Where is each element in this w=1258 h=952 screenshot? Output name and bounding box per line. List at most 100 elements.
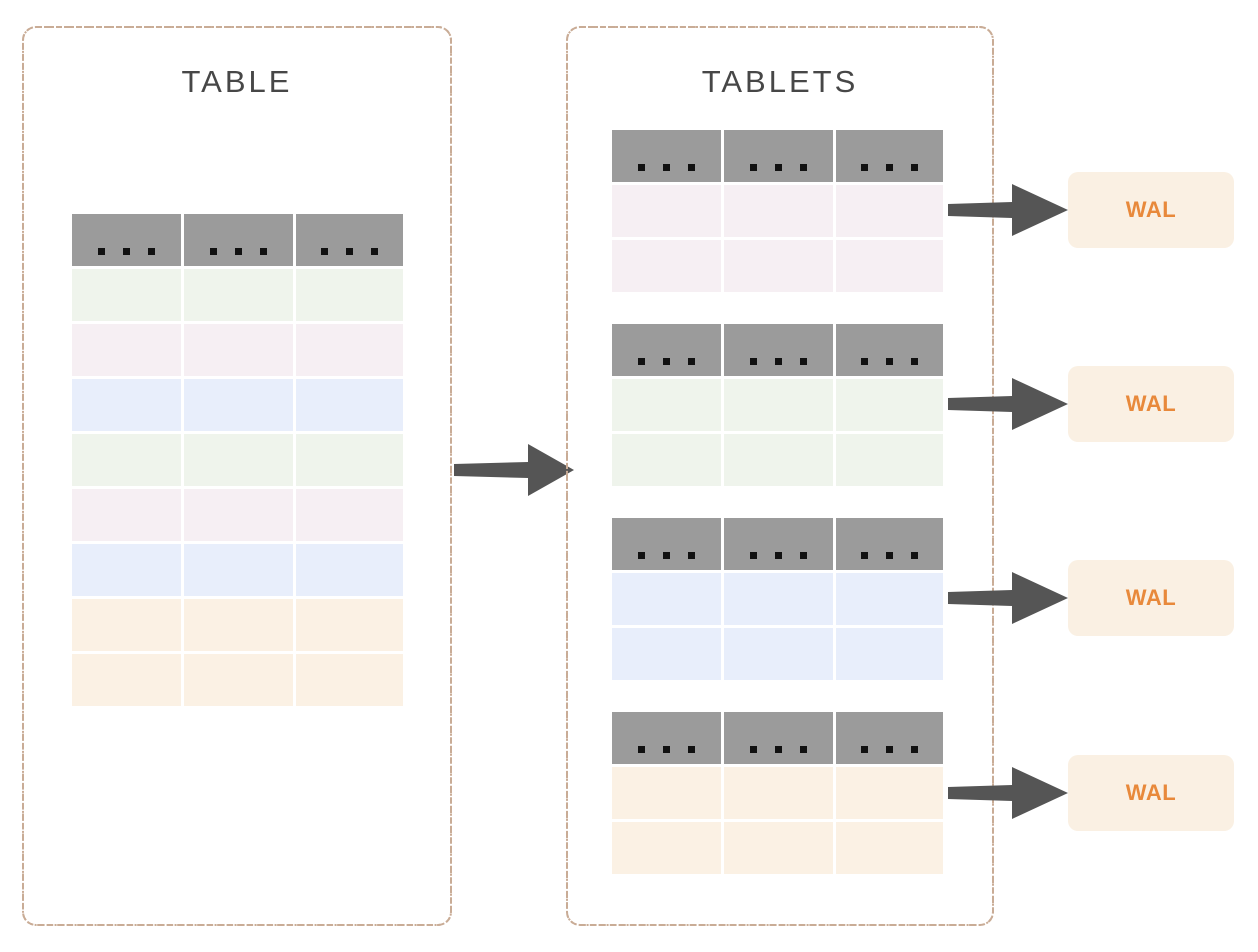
table-panel: TABLE: [22, 26, 452, 926]
ellipsis-icon: [184, 248, 293, 255]
table-cell: [184, 654, 293, 706]
tablet-row: [612, 379, 943, 431]
tablet-header-cell-2: [724, 130, 833, 182]
ellipsis-icon: [612, 552, 721, 559]
tablet-cell: [612, 573, 721, 625]
tablet-3: [612, 518, 943, 680]
tablet-header-cell-1: [612, 324, 721, 376]
wal-box-3[interactable]: WAL: [1068, 560, 1234, 636]
tablet-row: [612, 767, 943, 819]
tablet-header-row: [612, 130, 943, 182]
tablet-cell: [836, 379, 943, 431]
ellipsis-icon: [724, 164, 833, 171]
tablet-row: [612, 185, 943, 237]
ellipsis-icon: [612, 358, 721, 365]
tablet-cell: [724, 434, 833, 486]
tablet-cell: [836, 767, 943, 819]
tablet-row: [612, 240, 943, 292]
tablet-cell: [724, 822, 833, 874]
wal-label: WAL: [1125, 391, 1177, 416]
ellipsis-icon: [724, 552, 833, 559]
tablet-1: [612, 130, 943, 292]
table-row: [72, 544, 403, 596]
wal-box-2[interactable]: WAL: [1068, 366, 1234, 442]
tablet-cell: [612, 628, 721, 680]
ellipsis-icon: [836, 552, 943, 559]
source-header-cell-3: [296, 214, 403, 266]
table-panel-title: TABLE: [181, 64, 293, 99]
arrow-table-to-tablets: [454, 444, 574, 496]
tablet-cell: [836, 628, 943, 680]
source-header-cell-2: [184, 214, 293, 266]
table-cell: [72, 654, 181, 706]
tablet-4: [612, 712, 943, 874]
source-table: [72, 214, 403, 706]
tablet-row: [612, 822, 943, 874]
tablet-header-cell-2: [724, 324, 833, 376]
tablet-header-row: [612, 518, 943, 570]
tablet-cell: [612, 185, 721, 237]
tablets-panel: TABLETS: [566, 26, 994, 926]
tablet-cell: [612, 434, 721, 486]
table-cell: [296, 434, 403, 486]
tablet-cell: [612, 767, 721, 819]
ellipsis-icon: [836, 746, 943, 753]
tablet-header-cell-3: [836, 712, 943, 764]
wal-label: WAL: [1125, 780, 1177, 805]
ellipsis-icon: [72, 248, 181, 255]
tablet-cell: [724, 240, 833, 292]
tablet-header-cell-1: [612, 130, 721, 182]
table-cell: [72, 434, 181, 486]
ellipsis-icon: [296, 248, 403, 255]
table-cell: [184, 324, 293, 376]
table-cell: [296, 544, 403, 596]
wal-box-4[interactable]: WAL: [1068, 755, 1234, 831]
tablet-header-cell-3: [836, 518, 943, 570]
table-cell: [184, 489, 293, 541]
table-row: [72, 324, 403, 376]
table-cell: [184, 599, 293, 651]
wal-label: WAL: [1125, 197, 1177, 222]
table-row: [72, 599, 403, 651]
table-cell: [72, 324, 181, 376]
table-cell: [184, 544, 293, 596]
tablet-cell: [724, 767, 833, 819]
tablet-row: [612, 628, 943, 680]
tablets-panel-title: TABLETS: [701, 64, 859, 99]
table-cell: [72, 489, 181, 541]
source-table-header-row: [72, 214, 403, 266]
table-cell: [296, 654, 403, 706]
table-row: [72, 654, 403, 706]
tablet-cell: [724, 379, 833, 431]
ellipsis-icon: [836, 358, 943, 365]
tablet-cell: [724, 628, 833, 680]
tablet-header-cell-1: [612, 712, 721, 764]
tablet-header-row: [612, 324, 943, 376]
wal-label: WAL: [1125, 585, 1177, 610]
table-cell: [296, 489, 403, 541]
ellipsis-icon: [724, 746, 833, 753]
tablet-cell: [724, 573, 833, 625]
table-cell: [296, 599, 403, 651]
table-row: [72, 489, 403, 541]
tablet-cell: [612, 240, 721, 292]
table-row: [72, 379, 403, 431]
wal-box-1[interactable]: WAL: [1068, 172, 1234, 248]
tablet-cell: [836, 822, 943, 874]
tablet-cell: [612, 822, 721, 874]
tablet-header-cell-2: [724, 712, 833, 764]
table-cell: [296, 324, 403, 376]
table-cell: [72, 544, 181, 596]
table-row: [72, 269, 403, 321]
ellipsis-icon: [724, 358, 833, 365]
tablet-header-cell-1: [612, 518, 721, 570]
table-cell: [184, 434, 293, 486]
tablet-row: [612, 434, 943, 486]
table-cell: [72, 269, 181, 321]
table-cell: [72, 599, 181, 651]
tablet-cell: [724, 185, 833, 237]
source-header-cell-1: [72, 214, 181, 266]
tablet-header-row: [612, 712, 943, 764]
table-row: [72, 434, 403, 486]
